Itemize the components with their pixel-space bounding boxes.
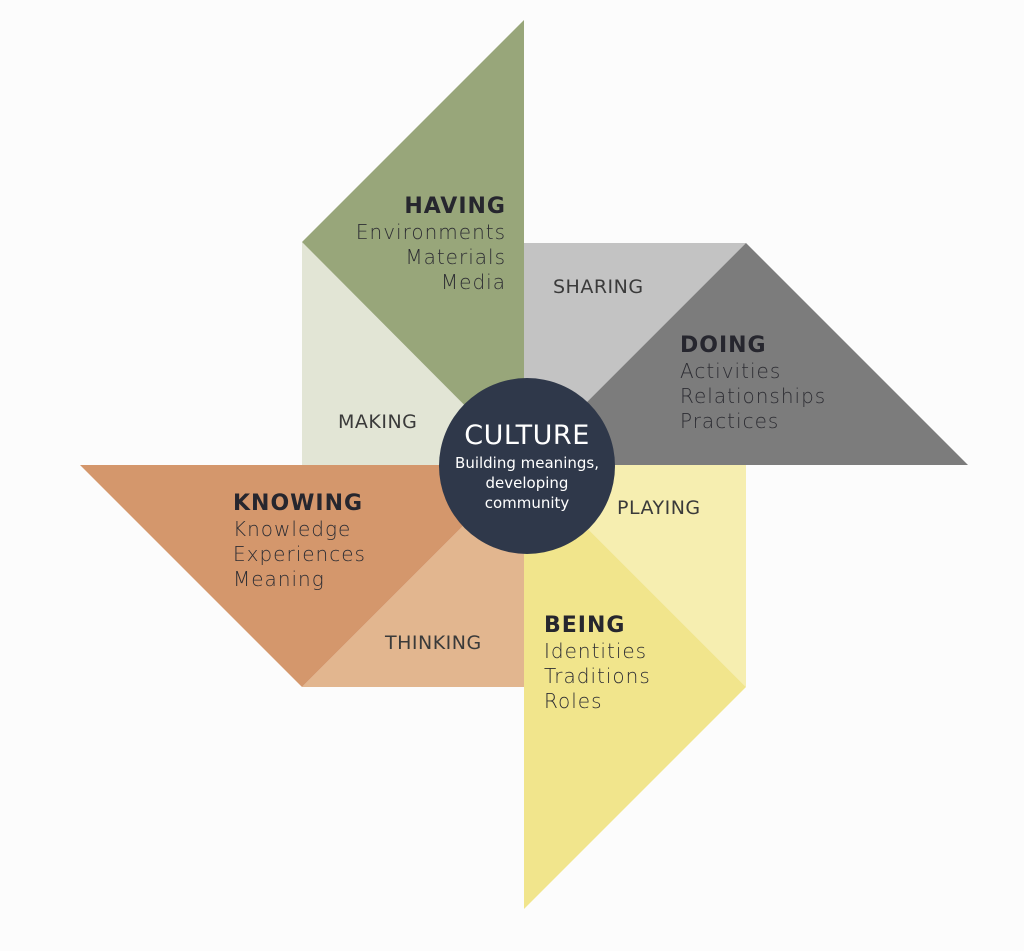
playing-label: PLAYING	[617, 497, 701, 519]
doing-dark-triangle	[524, 243, 968, 465]
being-item: Traditions	[544, 664, 651, 688]
being-item: Roles	[544, 689, 603, 713]
knowing-title: KNOWING	[233, 491, 364, 516]
knowing-dark-triangle	[80, 465, 524, 687]
doing-item: Relationships	[680, 384, 827, 408]
knowing-item: Meaning	[233, 567, 325, 591]
having-title: HAVING	[404, 194, 506, 219]
center-title: CULTURE	[464, 420, 590, 451]
being-item: Identities	[544, 639, 648, 663]
being-dark-triangle	[524, 465, 746, 909]
center-subtitle-line: community	[484, 494, 570, 512]
knowing-item: Knowledge	[233, 517, 352, 541]
doing-block: DOING Activities Relationships Practices	[680, 333, 826, 434]
being-block: BEING Identities Traditions Roles	[544, 613, 651, 714]
doing-item: Practices	[680, 409, 780, 433]
center-subtitle: Building meanings, developing community	[452, 453, 602, 513]
sharing-label: SHARING	[553, 276, 644, 298]
having-item: Materials	[405, 245, 506, 269]
having-item: Environments	[355, 220, 506, 244]
knowing-item: Experiences	[233, 542, 366, 566]
making-label: MAKING	[338, 411, 418, 433]
having-block: HAVING Environments Materials Media	[356, 194, 506, 295]
doing-item: Activities	[680, 359, 782, 383]
culture-center-circle: CULTURE Building meanings, developing co…	[439, 378, 615, 554]
knowing-block: KNOWING Knowledge Experiences Meaning	[233, 491, 366, 592]
center-subtitle-line: developing	[485, 474, 569, 492]
having-dark-triangle	[302, 20, 524, 465]
center-subtitle-line: Building meanings,	[455, 454, 599, 472]
being-title: BEING	[544, 613, 626, 638]
having-item: Media	[440, 270, 506, 294]
doing-title: DOING	[680, 333, 767, 358]
thinking-label: THINKING	[385, 632, 482, 654]
